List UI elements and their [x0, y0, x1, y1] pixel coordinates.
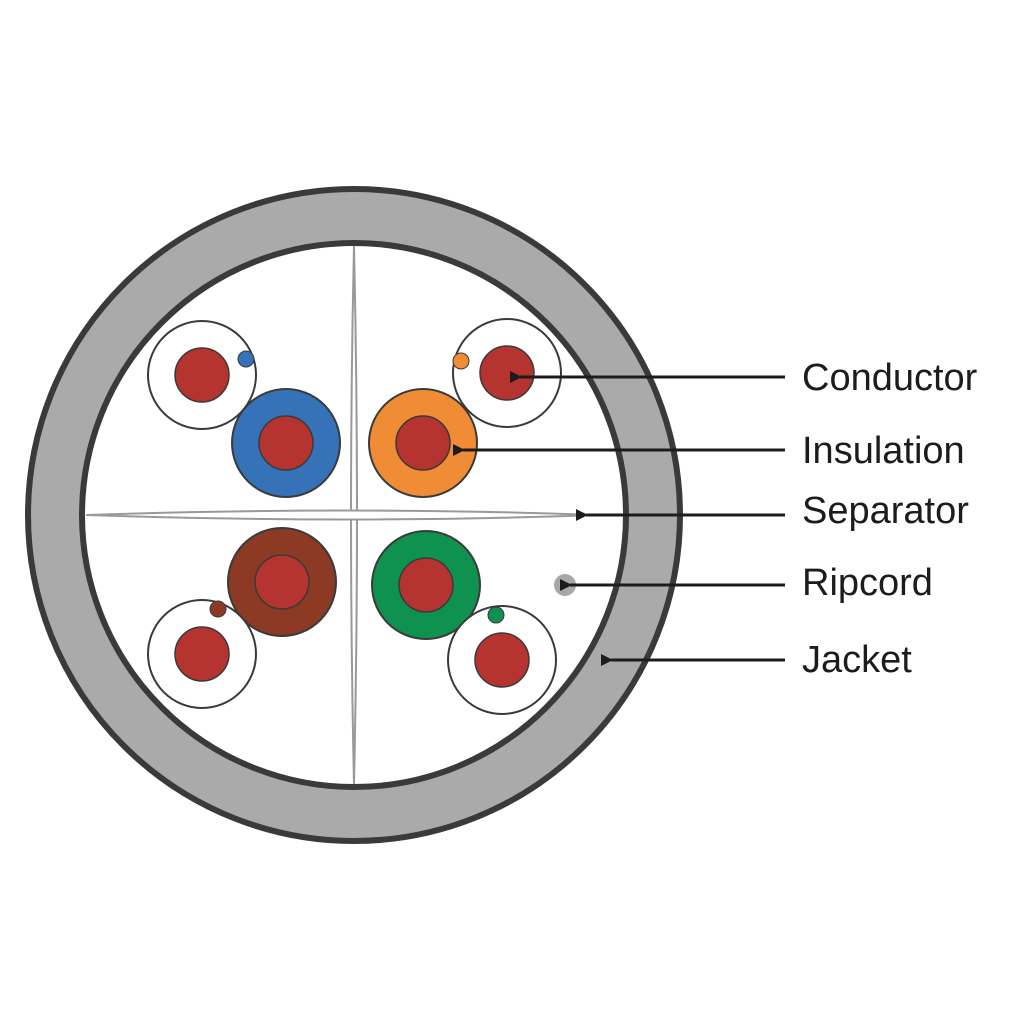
jacket-label: Jacket [802, 639, 912, 681]
blue-solid-wire [231, 388, 341, 498]
conductor-core [398, 557, 454, 613]
stripe-dot-brown [209, 600, 227, 618]
green-pair [371, 530, 557, 715]
ripcord-label: Ripcord [802, 562, 933, 604]
conductor-label: Conductor [802, 357, 978, 399]
orange-solid-wire [368, 388, 478, 498]
insulation-label: Insulation [802, 430, 965, 472]
conductor-core [479, 345, 535, 401]
conductor-core [174, 347, 230, 403]
conductor-core [395, 415, 451, 471]
callout-arrows [453, 371, 785, 666]
stripe-dot-blue [237, 350, 255, 368]
separator-horizontal [85, 509, 597, 521]
conductor-core [258, 415, 314, 471]
brown-pair [147, 527, 337, 709]
brown-white-stripe-wire [147, 599, 257, 709]
stripe-dot-orange [452, 352, 470, 370]
orange-white-stripe-wire [452, 318, 562, 428]
green-white-stripe-wire [447, 605, 557, 715]
green-solid-wire [371, 530, 481, 640]
separator-label: Separator [802, 490, 969, 532]
separator-spline [85, 245, 597, 785]
blue-white-stripe-wire [147, 320, 257, 430]
brown-solid-wire [227, 527, 337, 637]
blue-pair [147, 320, 341, 498]
orange-pair [368, 318, 562, 498]
conductor-core [254, 554, 310, 610]
conductor-core [474, 632, 530, 688]
stripe-dot-green [487, 606, 505, 624]
conductor-core [174, 626, 230, 682]
